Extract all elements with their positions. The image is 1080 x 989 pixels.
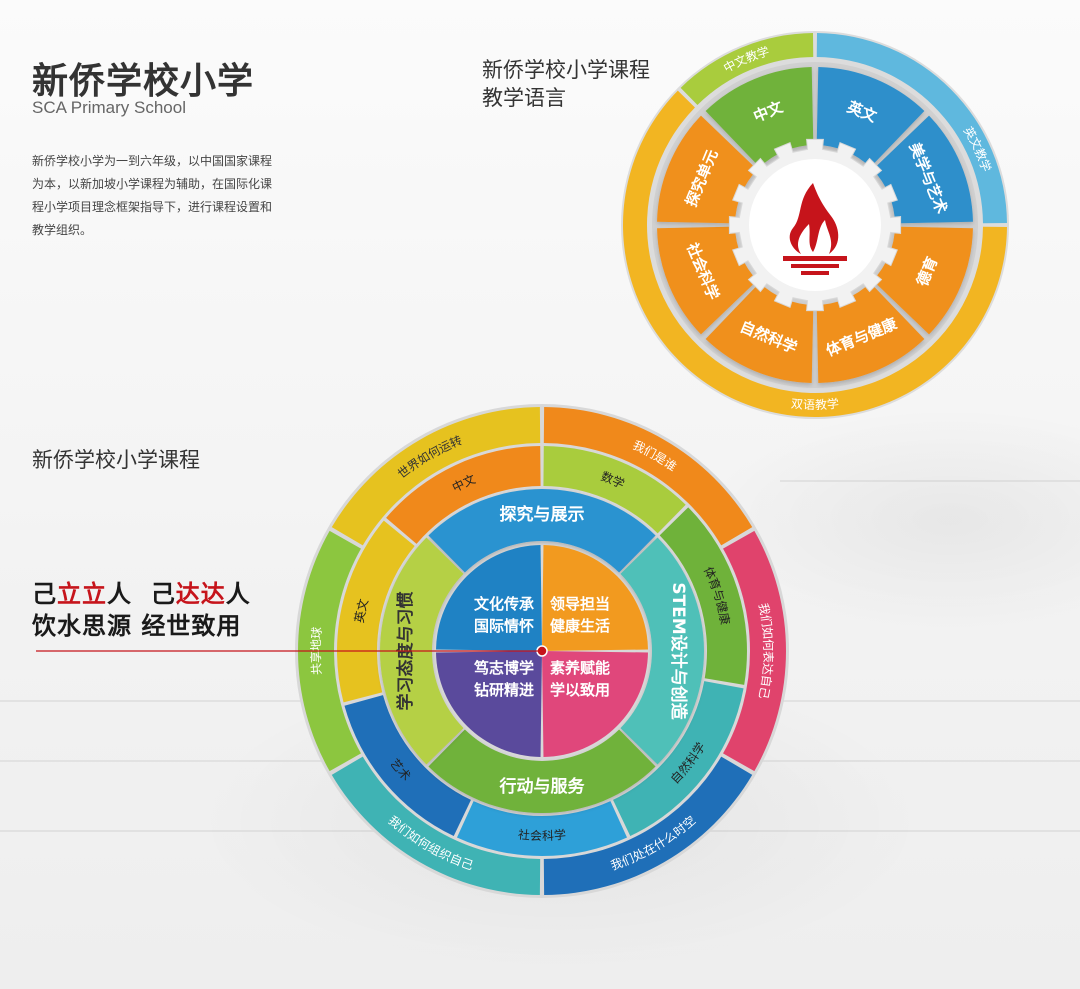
core-text-culture-heritage-2: 国际情怀 [474,617,534,635]
language-segment-natural-science [705,282,814,383]
program-segment-stem-design [620,537,704,765]
subject-segment-pe-health [659,507,747,685]
subject-label-social-science: 社会科学 [517,826,566,843]
language-title-line1: 新侨学校小学课程 [482,58,650,82]
core-text-diligent-study-1: 笃志博学 [473,659,534,677]
motto-char: 己 [150,580,176,608]
language-segment-social-science [657,226,758,335]
outer-theme-how-we-organize [331,756,541,895]
program-segment-inquiry-showcase [428,489,656,573]
subject-segment-math [543,446,686,534]
language-segment-moral-education [872,226,973,335]
language-segment-english [816,67,925,168]
language-segment-chinese [705,67,814,168]
language-segment-inquiry-unit [657,115,758,224]
subject-segment-natural-science [613,681,744,837]
language-segment-pe-health [816,282,925,383]
torch-logo-icon [783,183,847,275]
language-outer-segment [680,33,814,105]
outer-theme-who-we-are [543,407,753,546]
motto-char: 己 [32,580,57,608]
motto-highlight: 立立 [57,580,107,608]
core-quadrant-culture-heritage [436,545,542,651]
language-segment-aesthetics-art [872,115,973,224]
core-quadrant-literacy-application [542,651,648,757]
page-title: 新侨学校小学 [32,61,255,102]
outer-theme-where-we-are [543,756,753,895]
program-label-stem-design: STEM设计与创造 [668,582,689,720]
motto-char: 人 [225,580,251,608]
subject-label-english: 英文 [352,597,371,624]
motto-line-1: 己立立人 己达达人 [32,574,251,609]
core-text-leadership-health-1: 领导担当 [549,595,610,613]
program-label-action-service: 行动与服务 [499,776,586,797]
curriculum-section-title: 新侨学校小学课程 [32,448,200,472]
language-wheel: 中文教学英文教学双语教学 中文英文美学与艺术德育体育与健康自然科学社会科学探究单… [621,31,1009,419]
program-label-inquiry-showcase: 探究与展示 [500,504,585,525]
core-text-culture-heritage-1: 文化传承 [474,595,534,613]
core-text-literacy-application-2: 学以致用 [550,681,610,699]
outer-label-bilingual-teaching: 双语教学 [790,395,839,412]
core-text-literacy-application-1: 素养赋能 [550,659,610,677]
subject-segment-art [344,695,471,837]
core-text-leadership-health-2: 健康生活 [550,617,610,635]
subject-segment-english [337,520,415,703]
outer-theme-how-world-works [331,407,541,546]
motto-highlight: 达达 [175,580,226,608]
motto-char: 人 [107,580,132,608]
school-description: 新侨学校小学为一到六年级，以中国国家课程为本，以新加坡小学课程为辅助，在国际化课… [32,154,273,237]
language-title-line2: 教学语言 [482,86,566,110]
outer-theme-how-we-express [723,530,787,772]
language-outer-segment [816,33,1007,224]
language-outer-segment [623,90,1007,417]
subject-segment-social-science [456,801,628,856]
core-text-diligent-study-2: 钻研精进 [474,681,534,699]
subject-segment-chinese [386,446,541,544]
core-quadrant-diligent-study [436,651,542,757]
motto-line-2: 饮水思源 经世致用 [32,612,242,640]
language-section-title: 新侨学校小学课程 教学语言 [482,56,650,112]
core-quadrant-leadership-health [542,545,648,651]
curriculum-wheel: 世界如何运转我们是谁我们如何表达自己我们处在什么时空我们如何组织自己共享地球 数… [36,404,789,898]
program-segment-action-service [428,729,656,814]
page-subtitle: SCA Primary School [32,98,186,117]
